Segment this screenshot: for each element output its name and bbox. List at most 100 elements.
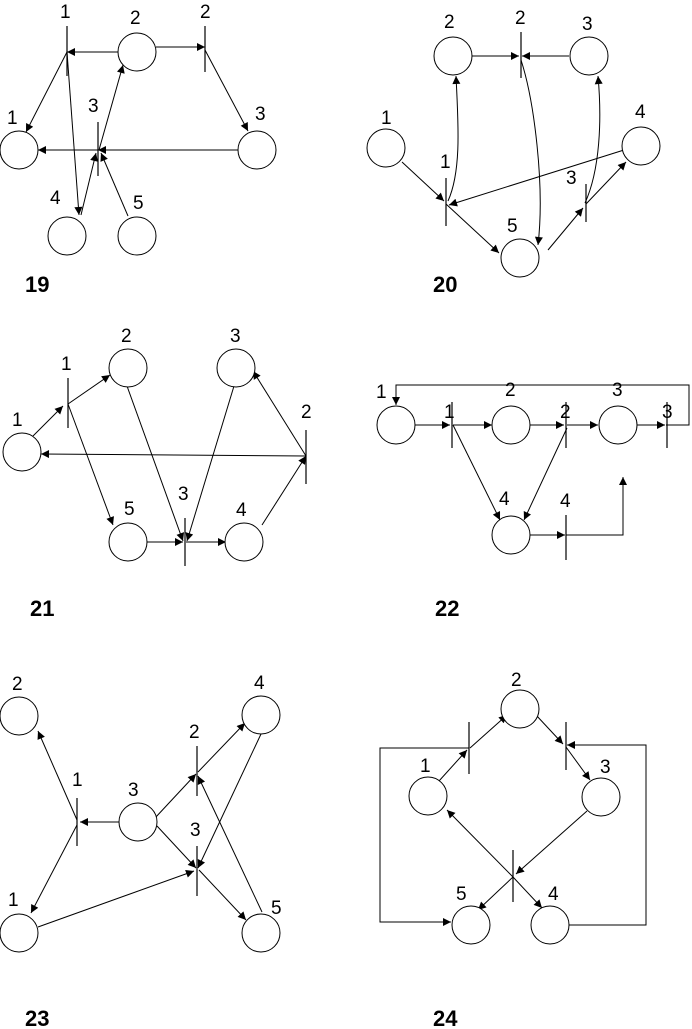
- place-label: 4: [548, 884, 559, 905]
- diagram-23-place-2: [0, 696, 39, 736]
- arc: [446, 809, 514, 878]
- diagram-22-place-2: [491, 405, 531, 445]
- place-label: 1: [12, 410, 23, 431]
- diagram-21-place-3: [216, 348, 256, 388]
- place-label: 1: [7, 108, 18, 129]
- arc: [512, 876, 543, 909]
- arc: [447, 75, 461, 202]
- diagram-20-place-2: [433, 36, 473, 76]
- place-label: 5: [124, 499, 135, 520]
- arc: [32, 405, 64, 437]
- place-label: 2: [444, 12, 455, 33]
- arc: [535, 714, 564, 745]
- diagram-19-arcs: [25, 43, 249, 217]
- place-label: 4: [236, 500, 247, 521]
- arc: [379, 747, 469, 926]
- place-label: 3: [230, 326, 241, 347]
- transition-label: 2: [200, 2, 211, 23]
- diagram-19-place-1: [0, 130, 39, 170]
- arc: [547, 207, 584, 251]
- arc: [197, 733, 262, 869]
- diagram-22-place-1: [376, 405, 416, 445]
- diagram-21-number: 21: [30, 596, 54, 621]
- arc: [515, 810, 588, 875]
- place-label: 3: [600, 757, 611, 778]
- diagram-20-number: 20: [433, 272, 457, 297]
- diagram-23-place-1: [0, 913, 39, 953]
- arc: [80, 152, 99, 216]
- diagram-24-place-1: [408, 776, 448, 816]
- diagram-19-place-2: [117, 32, 157, 72]
- diagram-21-place-1: [2, 432, 42, 472]
- arc: [566, 477, 627, 536]
- arc: [565, 746, 591, 781]
- diagram-22-number: 22: [435, 596, 459, 621]
- transition-label: 3: [178, 484, 189, 505]
- arc: [448, 149, 625, 207]
- transition-label: 2: [560, 402, 571, 423]
- place-label: 4: [635, 102, 646, 123]
- diagram-19: 1 2 3 4 5 1 2 3 19: [0, 2, 277, 297]
- transition-label: 2: [515, 8, 526, 29]
- diagram-20-arcs: [401, 52, 627, 254]
- place-label: 4: [499, 489, 510, 510]
- arc: [37, 730, 78, 821]
- diagram-19-place-3: [237, 130, 277, 170]
- diagram-22-place-3: [598, 405, 638, 445]
- arc: [452, 424, 501, 521]
- transition-label: 3: [566, 168, 577, 189]
- place-label: 4: [254, 673, 265, 694]
- transition-label: 1: [60, 2, 71, 23]
- place-label: 1: [381, 108, 392, 129]
- diagram-22-arcs: [392, 384, 690, 539]
- place-label: 5: [133, 193, 144, 214]
- arc: [585, 161, 627, 205]
- transition-label: 1: [440, 152, 451, 173]
- arc: [198, 869, 247, 921]
- diagram-20-place-4: [621, 126, 661, 166]
- diagram-20-place-3: [569, 36, 609, 76]
- transition-label: 1: [444, 402, 455, 423]
- arc: [67, 403, 114, 526]
- diagram-21-place-2: [108, 348, 148, 388]
- place-label: 5: [271, 898, 282, 919]
- place-label: 3: [582, 14, 593, 35]
- arc: [30, 824, 78, 914]
- diagram-19-place-5: [117, 216, 157, 256]
- arc: [100, 152, 129, 217]
- arc: [66, 51, 83, 216]
- diagram-20-place-1: [366, 128, 406, 168]
- diagram-23: 1 2 3 4 5 1 2 3 23: [0, 673, 282, 1029]
- arc: [584, 75, 603, 204]
- place-label: 5: [456, 884, 467, 905]
- arc: [567, 741, 647, 926]
- arc: [252, 370, 307, 457]
- diagram-23-place-3: [118, 802, 158, 842]
- place-label: 5: [507, 216, 518, 237]
- place-label: 2: [511, 670, 522, 691]
- diagram-24-place-5: [451, 905, 491, 945]
- diagram-22-place-4: [491, 515, 531, 555]
- arc: [438, 749, 468, 782]
- place-label: 2: [505, 380, 516, 401]
- diagram-21-place-5: [108, 522, 148, 562]
- arc: [392, 384, 690, 426]
- place-label: 4: [50, 188, 61, 209]
- arc: [469, 714, 508, 749]
- diagram-20: 1 2 3 4 5 1 2 3 20: [366, 8, 661, 297]
- arc: [156, 825, 197, 869]
- diagram-20-place-5: [500, 238, 540, 278]
- diagram-23-arcs: [30, 722, 263, 928]
- arc: [523, 427, 568, 521]
- diagram-24-place-2: [500, 689, 540, 729]
- diagram-23-place-4: [241, 695, 281, 735]
- arc: [25, 51, 68, 133]
- transition-label: 3: [662, 402, 673, 423]
- arc: [197, 775, 263, 913]
- diagram-23-place-5: [241, 913, 281, 953]
- arc: [261, 455, 307, 526]
- place-label: 3: [255, 104, 266, 125]
- place-label: 1: [8, 890, 19, 911]
- arc: [67, 374, 111, 405]
- transition-label: 3: [88, 96, 99, 117]
